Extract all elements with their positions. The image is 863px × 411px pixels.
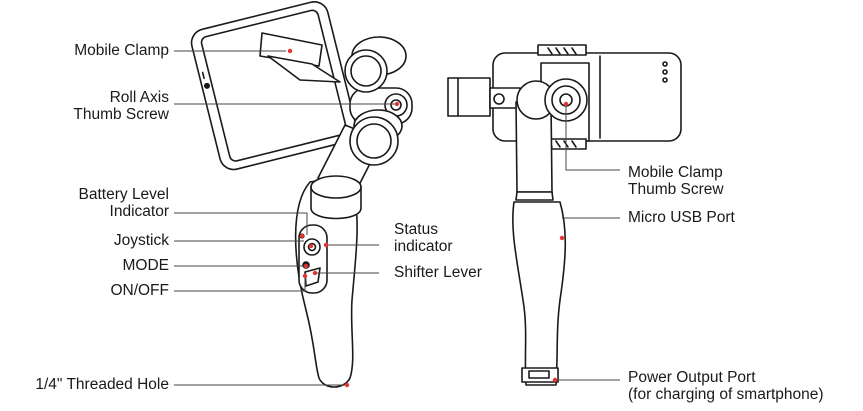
markers [287, 48, 569, 388]
label-battery-line1: Battery Level [78, 186, 169, 203]
label-joystick: Joystick [113, 232, 169, 249]
front-lower-motor [349, 109, 403, 166]
label-clamp-screw-line1: Mobile Clamp [628, 164, 723, 181]
marker-joystick [308, 243, 314, 249]
back-top-clamp [537, 44, 587, 56]
label-status-line1: Status [394, 221, 438, 238]
front-top-motor [344, 36, 407, 93]
label-threaded-hole: 1/4" Threaded Hole [35, 376, 169, 393]
leader-clamp-screw [565, 107, 620, 171]
leader-lines [174, 50, 620, 386]
back-roll-motor [516, 78, 588, 122]
marker-micro-usb [559, 235, 565, 241]
label-clamp-screw-line2: Thumb Screw [628, 181, 724, 198]
marker-roll-axis [394, 101, 400, 107]
label-roll-axis-line2: Thumb Screw [73, 106, 169, 123]
label-battery-line2: Indicator [109, 203, 169, 220]
back-handle [512, 201, 567, 386]
label-mode: MODE [122, 257, 170, 274]
marker-shifter [312, 270, 318, 276]
label-micro-usb: Micro USB Port [628, 209, 735, 226]
back-view-gimbal [447, 44, 682, 386]
marker-mode [303, 263, 309, 269]
label-power-line1: Power Output Port [628, 369, 756, 386]
marker-battery [299, 233, 305, 239]
marker-clamp-screw [563, 101, 569, 107]
back-handle-joint [515, 191, 554, 201]
marker-threaded-hole [344, 382, 350, 388]
label-on-off: ON/OFF [110, 282, 169, 299]
front-view-gimbal [190, 1, 413, 388]
marker-mobile-clamp [287, 48, 293, 54]
marker-power [552, 377, 558, 383]
label-power-line2: (for charging of smartphone) [628, 386, 824, 403]
label-status-line2: indicator [394, 238, 453, 255]
back-side-motor [447, 77, 521, 117]
front-handle-cap [310, 175, 362, 220]
label-shifter-lever: Shifter Lever [394, 264, 482, 281]
label-roll-axis-line1: Roll Axis [109, 89, 169, 106]
label-mobile-clamp: Mobile Clamp [74, 42, 169, 59]
marker-on-off [302, 273, 308, 279]
marker-status [323, 242, 329, 248]
